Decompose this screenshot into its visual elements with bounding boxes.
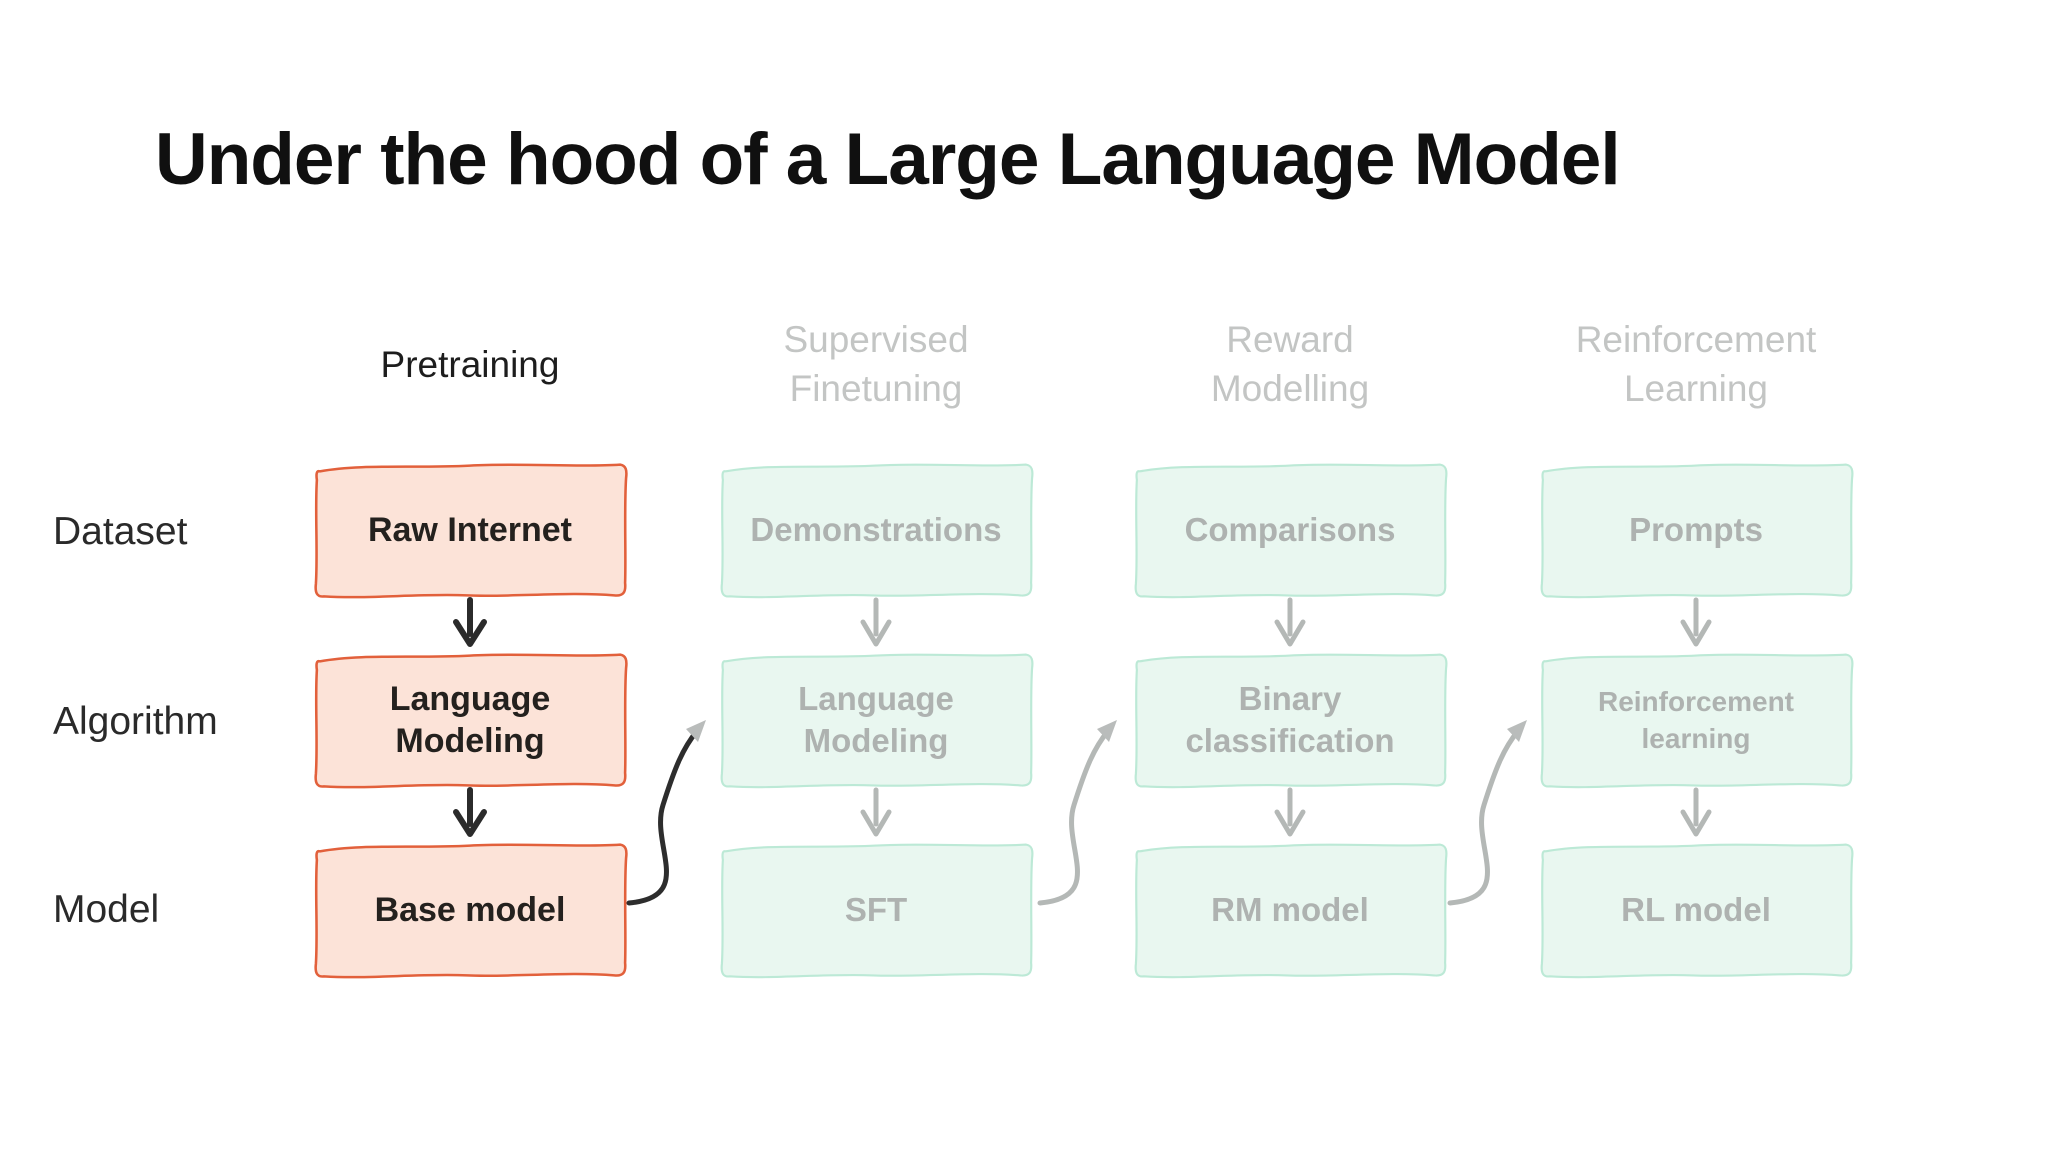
box-label: Language <box>389 680 551 718</box>
stage-header-line: Supervised <box>783 319 969 360</box>
rl-model-box: RL model <box>1533 835 1859 985</box>
rl-dataset-box: Prompts <box>1533 455 1859 605</box>
sft-model-box: SFT <box>713 835 1039 985</box>
down-arrow-rm-1 <box>1274 597 1306 647</box>
stage-header-reward-modelling: Reward Modelling <box>1127 314 1453 414</box>
down-arrow-sft-2 <box>860 787 892 837</box>
box-label: Base model <box>374 891 566 929</box>
pretraining-algorithm-box: Language Modeling <box>307 645 633 795</box>
box-label: classification <box>1185 722 1395 759</box>
stage-header-line: Finetuning <box>789 368 963 409</box>
box-label: Binary <box>1238 680 1342 717</box>
down-arrow-rm-2 <box>1274 787 1306 837</box>
sft-algorithm-box: Language Modeling <box>713 645 1039 795</box>
box-label: SFT <box>844 891 908 928</box>
stage-header-pretraining: Pretraining <box>307 314 633 414</box>
reward-modelling-dataset-box: Comparisons <box>1127 455 1453 605</box>
down-arrow-rl-1 <box>1680 597 1712 647</box>
page-title: Under the hood of a Large Language Model <box>155 119 1621 200</box>
down-arrow-pretraining-1 <box>453 597 487 647</box>
reward-modelling-model-box: RM model <box>1127 835 1453 985</box>
box-label: Modeling <box>395 722 545 760</box>
reward-modelling-algorithm-box: Binary classification <box>1127 645 1453 795</box>
down-arrow-rl-2 <box>1680 787 1712 837</box>
rl-algorithm-box: Reinforcement learning <box>1533 645 1859 795</box>
down-arrow-sft-1 <box>860 597 892 647</box>
pretraining-dataset-box: Raw Internet <box>307 455 633 605</box>
stage-header-reinforcement-learning: Reinforcement Learning <box>1533 314 1859 414</box>
connector-base-model-to-sft <box>626 720 706 906</box>
sft-dataset-box: Demonstrations <box>713 455 1039 605</box>
box-label: Prompts <box>1629 511 1763 548</box>
box-label: RL model <box>1621 891 1771 928</box>
box-label: Language <box>798 680 954 717</box>
connector-sft-to-rm <box>1037 720 1117 906</box>
box-label: RM model <box>1211 891 1369 928</box>
box-label: learning <box>1641 723 1751 754</box>
box-label: Comparisons <box>1184 511 1396 548</box>
down-arrow-pretraining-2 <box>453 787 487 837</box>
row-label-dataset: Dataset <box>53 510 188 553</box>
stage-header-line: Reinforcement <box>1575 319 1817 360</box>
box-label: Reinforcement <box>1597 686 1795 717</box>
stage-header-line: Pretraining <box>380 343 560 385</box>
stage-header-supervised-finetuning: Supervised Finetuning <box>713 314 1039 414</box>
stage-header-line: Reward <box>1226 319 1354 360</box>
box-label: Demonstrations <box>750 511 1002 548</box>
box-label: Modeling <box>803 722 949 759</box>
connector-rm-to-rl <box>1447 720 1527 906</box>
row-label-algorithm: Algorithm <box>53 700 218 743</box>
box-label: Raw Internet <box>367 511 573 549</box>
stage-header-line: Modelling <box>1210 368 1370 409</box>
row-label-model: Model <box>53 888 160 931</box>
pretraining-model-box: Base model <box>307 835 633 985</box>
stage-header-line: Learning <box>1623 368 1768 409</box>
